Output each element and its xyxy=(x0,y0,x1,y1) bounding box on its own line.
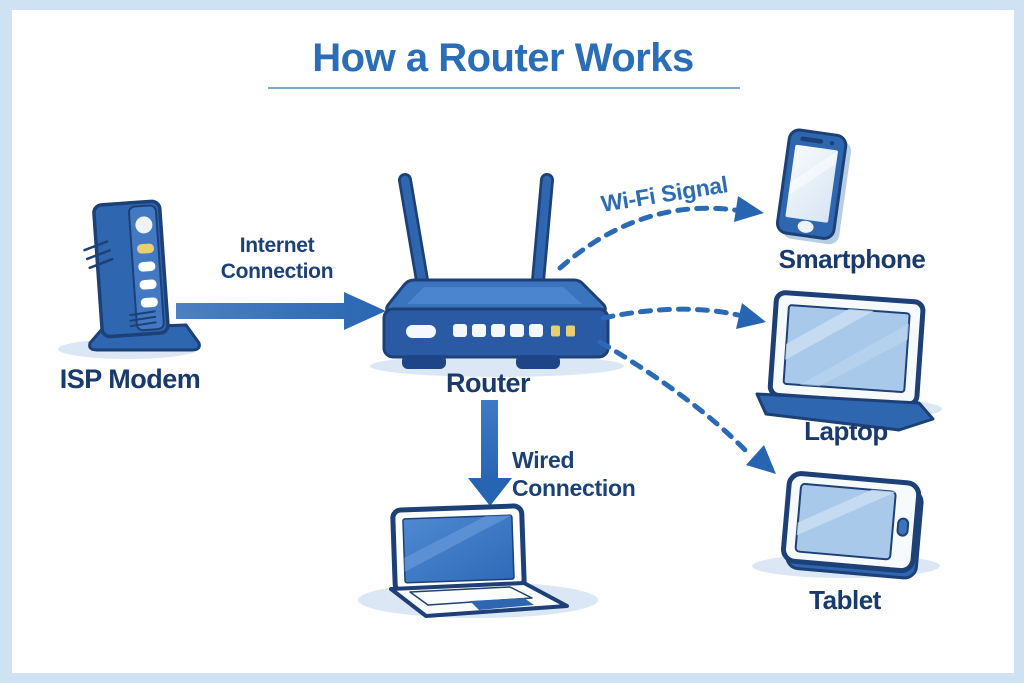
modem-vents xyxy=(83,240,114,270)
internet-connection-arrow xyxy=(176,292,386,330)
router-status-lights xyxy=(406,324,575,338)
wifi-arrow-smartphone xyxy=(557,196,764,271)
router-label: Router xyxy=(446,368,531,398)
title-underline xyxy=(268,87,740,89)
wired-laptop-trackpad xyxy=(470,598,534,610)
smartphone-camera-dot xyxy=(829,140,835,146)
laptop-screen-glare2 xyxy=(799,323,910,387)
router-icon xyxy=(370,173,624,377)
wired-connection-arrow xyxy=(468,400,512,506)
wired-laptop-icon xyxy=(358,503,598,618)
wired-laptop-keyboard xyxy=(409,586,533,606)
isp-modem-icon xyxy=(58,199,201,359)
isp-modem-label: ISP Modem xyxy=(59,364,201,394)
router-antenna-right xyxy=(530,173,554,299)
laptop-icon xyxy=(755,290,942,432)
laptop-base xyxy=(755,392,935,432)
router-antenna-left xyxy=(398,173,431,299)
page-title: How a Router Works xyxy=(312,36,694,80)
laptop-label: Laptop xyxy=(804,416,888,446)
smartphone-icon xyxy=(775,128,852,245)
tablet-label: Tablet xyxy=(809,585,881,615)
tablet-side-button xyxy=(896,517,910,537)
wired-laptop-screen xyxy=(402,514,515,584)
laptop-screen-glare xyxy=(785,309,874,360)
smartphone-speaker xyxy=(800,136,824,144)
smartphone-label: Smartphone xyxy=(778,244,926,274)
wired-connection-label: Wired Connection xyxy=(512,447,636,501)
wired-laptop-screen-glare xyxy=(404,515,512,572)
smartphone-home-button xyxy=(797,220,814,233)
wifi-arrow-tablet xyxy=(597,339,776,474)
router-top-panel xyxy=(407,287,582,304)
modem-indicator-lights xyxy=(135,216,158,308)
internet-connection-label: Internet Connection xyxy=(220,234,334,283)
tablet-icon xyxy=(752,471,940,580)
wifi-arrow-laptop xyxy=(600,303,766,329)
router-foot-right xyxy=(516,355,560,369)
modem-grill xyxy=(129,310,157,328)
router-foot-left xyxy=(402,355,446,369)
smartphone-screen-glare xyxy=(788,150,839,196)
tablet-screen-glare xyxy=(796,489,896,536)
